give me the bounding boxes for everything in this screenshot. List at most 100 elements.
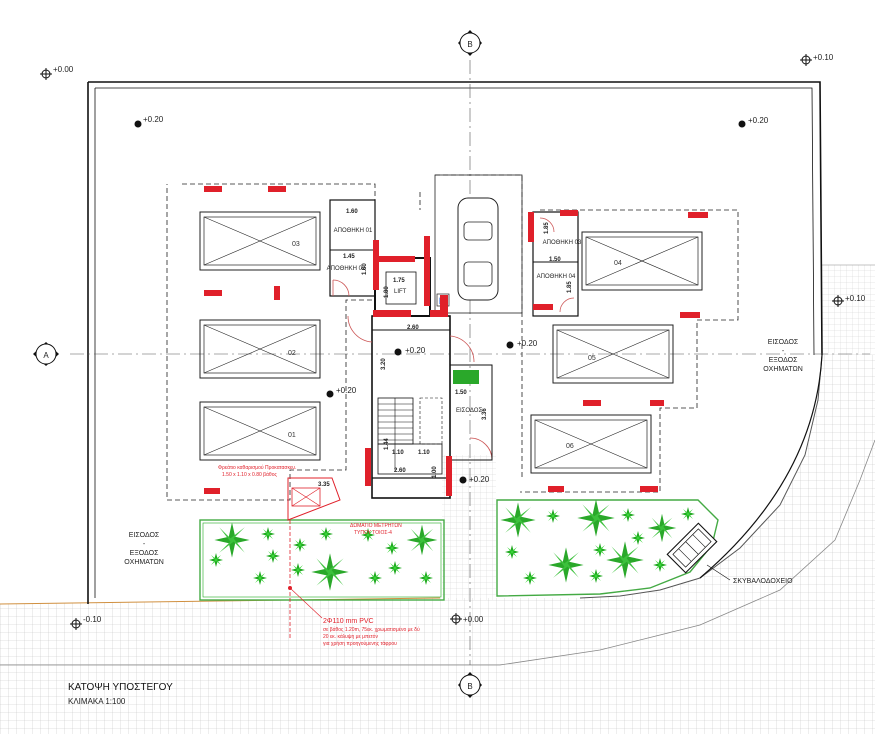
plant-icon (319, 527, 333, 541)
level-tr: +0.10 (813, 53, 834, 62)
entrance-area: 1.50 ΕΙΣΟΔΟΣ 3.36 (449, 364, 493, 461)
parking-space-06: 06 (530, 414, 652, 474)
canopy-outlines (166, 174, 739, 501)
dim: 3.36 (482, 408, 488, 420)
entry-right-1: ΕΙΣΟΔΟΣ (768, 339, 799, 346)
parking-space-02: 02 (199, 319, 321, 379)
storage-rooms-left: ΑΠΟΘΗΚΗ 01 ΑΠΟΘΗΚΗ 02 1.60 1.45 1.80 (327, 199, 376, 297)
plant-icon (293, 538, 307, 552)
dim: 1.85 (567, 281, 573, 293)
level-marker-icon (832, 295, 844, 307)
accessible-parking-bay: ♿ (434, 174, 523, 314)
entry-left-2: - (143, 541, 146, 548)
entry-label-left: ΕΙΣΟΔΟΣ - ΕΞΟΔΟΣ ΟΧΗΜΑΤΩΝ (124, 532, 164, 566)
parking-space-05: 05 (552, 324, 674, 384)
level-stair-bottom: +0.20 (469, 475, 490, 484)
entry-left-4: ΟΧΗΜΑΤΩΝ (124, 559, 164, 566)
parking-num: 02 (288, 350, 296, 357)
plant-icon (505, 545, 519, 559)
note-2a: ΔΩΜΑΤΙΟ ΜΕΤΡΗΤΩΝ (350, 523, 402, 529)
grid-bubble-a-left: A (33, 342, 59, 366)
drainage-annotations: Φρεάτιο καθαρισμού Προκατασκευ. 1.50 x 1… (218, 464, 420, 647)
plant-icon (548, 547, 584, 583)
structural-columns (204, 186, 708, 496)
level-marker-icon (40, 68, 52, 80)
note-1a: Φρεάτιο καθαρισμού Προκατασκευ. (218, 464, 296, 471)
plant-icon (261, 527, 275, 541)
level-tl: +0.00 (53, 65, 74, 74)
level-center: +0.20 (405, 346, 426, 355)
plant-icon (606, 541, 644, 579)
lift-label: LIFT (394, 289, 407, 295)
plant-icon (253, 571, 267, 585)
grid-axes (70, 60, 870, 665)
dim: 1.10 (392, 450, 404, 456)
parking-space-01: 01 (199, 401, 321, 461)
level-right-entry: +0.10 (845, 294, 866, 303)
parking-num: 01 (288, 432, 296, 439)
planter-right (496, 499, 719, 597)
storage-1-label: ΑΠΟΘΗΚΗ 01 (334, 228, 373, 234)
building-outline (87, 81, 823, 604)
dim: 1.45 (343, 254, 355, 260)
storage-2-label: ΑΠΟΘΗΚΗ 02 (327, 266, 366, 272)
plant-icon (500, 502, 536, 538)
plant-icon (385, 541, 399, 555)
plant-icon (311, 553, 349, 591)
level-in-tr: +0.20 (748, 116, 769, 125)
entry-left-3: ΕΞΟΔΟΣ (130, 550, 159, 557)
dim: 3.35 (318, 482, 330, 488)
dim: 1.50 (455, 390, 467, 396)
plant-icon (266, 549, 280, 563)
entry-label-right: ΕΙΣΟΔΟΣ - ΕΞΟΔΟΣ ΟΧΗΜΑΤΩΝ (763, 339, 803, 373)
dim: 3.20 (381, 358, 387, 370)
bin-enclosure: ΣΚΥΒΑΛΟΔΟΧΕΙΟ (666, 522, 793, 585)
drawing-title: ΚΑΤΟΨΗ ΥΠΟΣΤΕΓΟΥ (68, 682, 173, 693)
grid-label-b-bottom: B (467, 682, 472, 691)
entry-left-1: ΕΙΣΟΔΟΣ (129, 532, 160, 539)
lift: LIFT 1.75 1.80 (374, 257, 431, 317)
plant-icon (593, 543, 607, 557)
level-marker-icon (450, 613, 462, 625)
dim: 1.10 (418, 450, 430, 456)
dim: 1.44 (384, 438, 390, 450)
parking-num: 04 (614, 260, 622, 267)
dim: 1.75 (393, 278, 405, 284)
plant-icon (209, 553, 223, 567)
note-1b: 1.50 x 1.10 x 0.80 βάθος (222, 471, 277, 478)
plant-icon (589, 569, 603, 583)
note-2b: ΤΥΠΟΥ ΤΟΙΟΣ-4 (354, 530, 392, 536)
level-mid-right: +0.20 (517, 339, 538, 348)
storage-rooms-right: ΑΠΟΘΗΚΗ 03 ΑΠΟΘΗΚΗ 04 1.85 1.50 1.85 (532, 211, 582, 317)
entry-right-2: - (782, 348, 785, 355)
level-in-tl: +0.20 (143, 115, 164, 124)
storage-4-label: ΑΠΟΘΗΚΗ 04 (537, 274, 576, 280)
plant-icon (523, 571, 537, 585)
bin-label: ΣΚΥΒΑΛΟΔΟΧΕΙΟ (733, 578, 793, 585)
plant-icon (631, 531, 645, 545)
entry-right-3: ΕΞΟΔΟΣ (769, 357, 798, 364)
parking-space-04: 04 (581, 231, 703, 291)
note-3: 2Φ110 mm PVC (323, 618, 374, 625)
plant-icon (647, 513, 677, 543)
dim: 1.60 (346, 209, 358, 215)
plant-icon (368, 571, 382, 585)
grid-label-b-top: B (467, 40, 472, 49)
plant-icon (388, 561, 402, 575)
grid-bubble-b-bottom: B (458, 672, 482, 698)
level-bottom-left: -0.10 (83, 615, 102, 624)
parking-num: 03 (292, 241, 300, 248)
plant-icon (406, 524, 438, 556)
parking-space-03: 03 (199, 211, 321, 271)
dim: 2.60 (394, 468, 406, 474)
parking-num: 05 (588, 355, 596, 362)
note-3c: για χρήση προηγούμενης τάφρου (323, 640, 397, 647)
plant-icon (214, 522, 250, 558)
plant-icon (577, 499, 615, 537)
drawing-scale: ΚΛΙΜΑΚΑ 1:100 (68, 697, 126, 706)
street-paving (0, 264, 875, 734)
storage-3-label: ΑΠΟΘΗΚΗ 03 (543, 240, 582, 246)
planter-left (199, 519, 445, 601)
